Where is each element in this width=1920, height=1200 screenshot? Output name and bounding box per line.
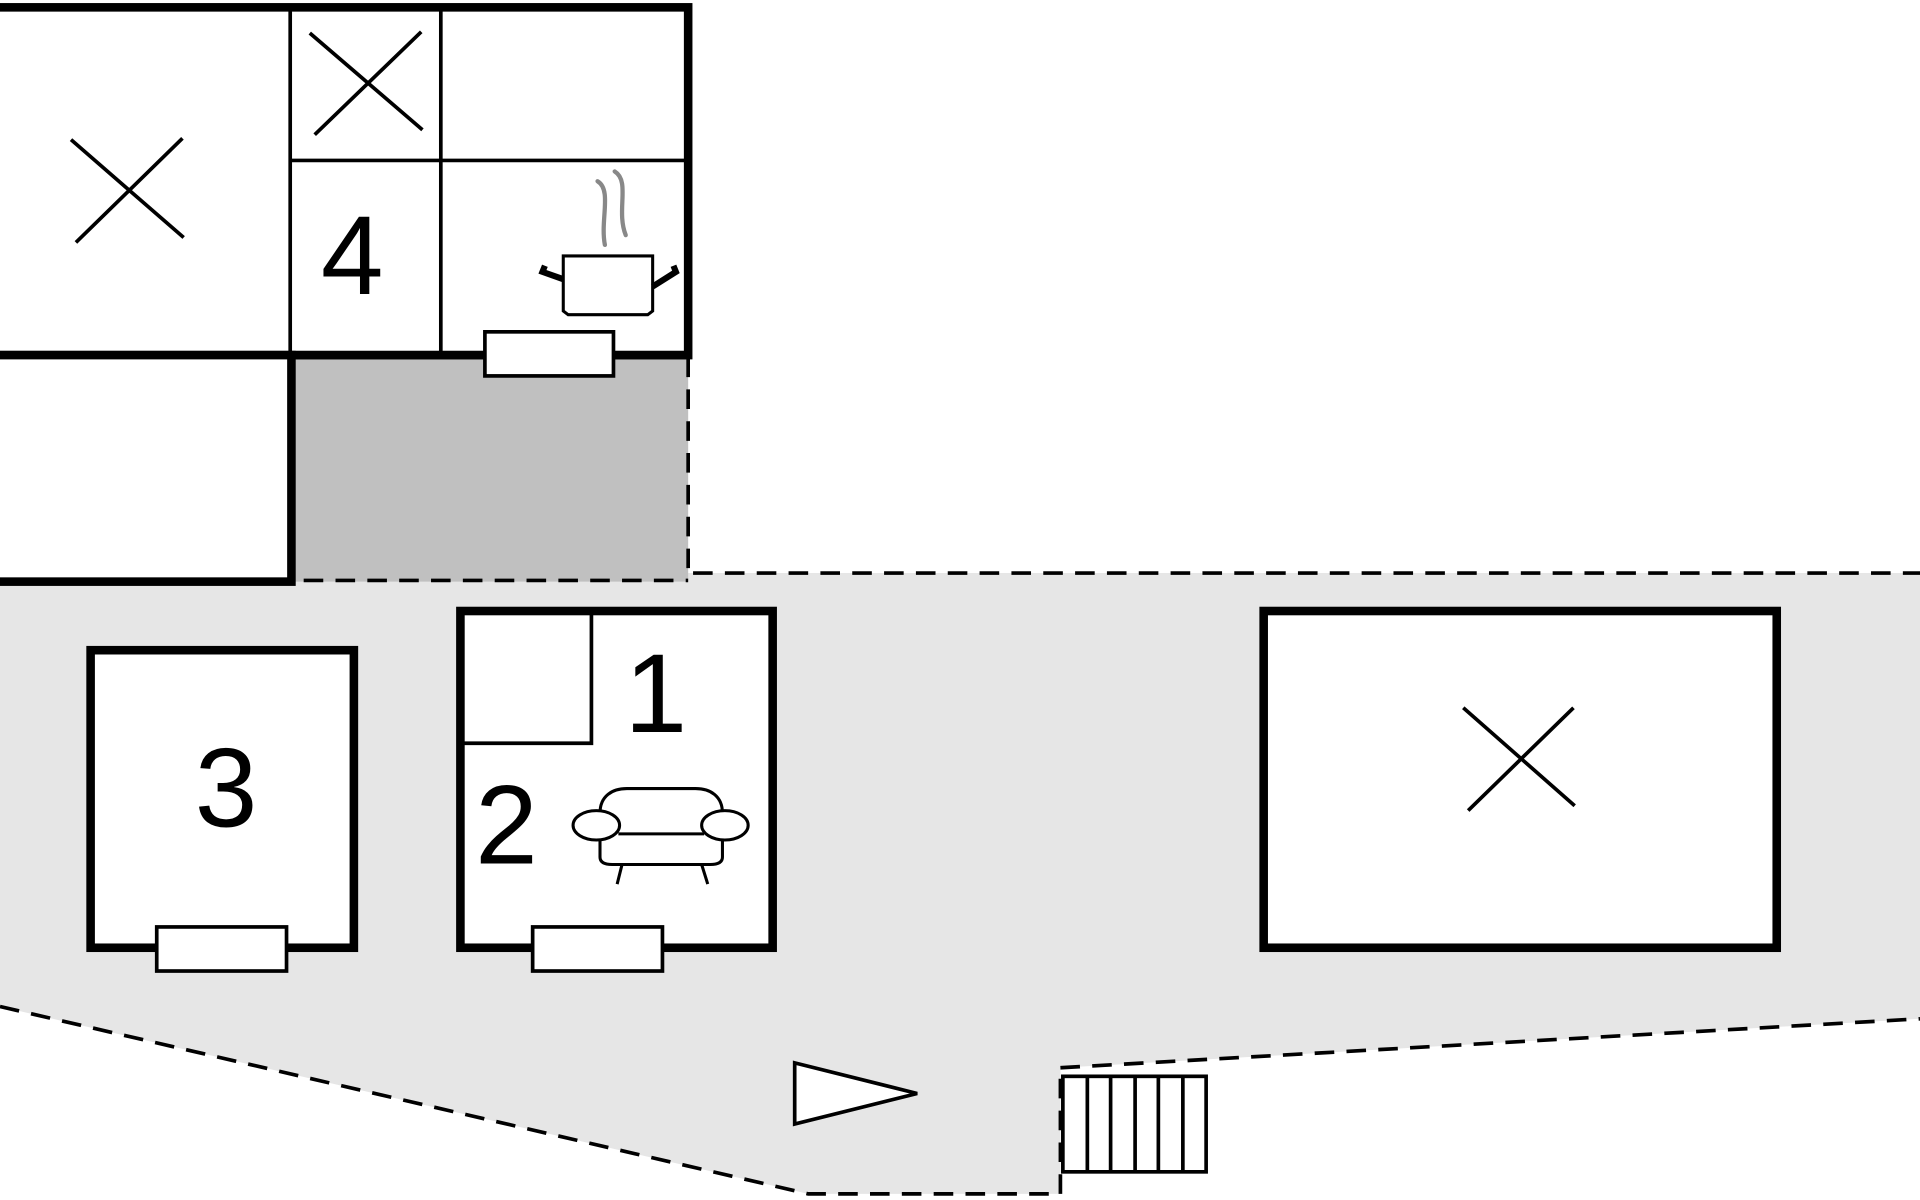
building-1-2 <box>456 606 777 953</box>
door <box>530 925 665 973</box>
main-building <box>0 3 693 586</box>
cooking-pot-icon <box>538 169 680 317</box>
room-number-3: 3 <box>195 725 258 851</box>
terrace <box>291 355 689 582</box>
door <box>154 925 289 973</box>
cross-mark-icon <box>1462 706 1576 812</box>
sofa-icon <box>571 787 750 885</box>
entrance-arrow-icon <box>792 1060 918 1127</box>
room-number-2: 2 <box>475 761 538 887</box>
door <box>483 330 616 378</box>
large-building <box>1259 606 1782 953</box>
stairs-icon <box>1061 1074 1208 1174</box>
property-boundary <box>0 357 1920 1196</box>
cross-mark-icon <box>69 137 185 244</box>
room-number-1: 1 <box>624 630 687 756</box>
cross-mark-icon <box>308 30 424 137</box>
building-3 <box>86 645 359 953</box>
room-number-4: 4 <box>321 192 384 318</box>
